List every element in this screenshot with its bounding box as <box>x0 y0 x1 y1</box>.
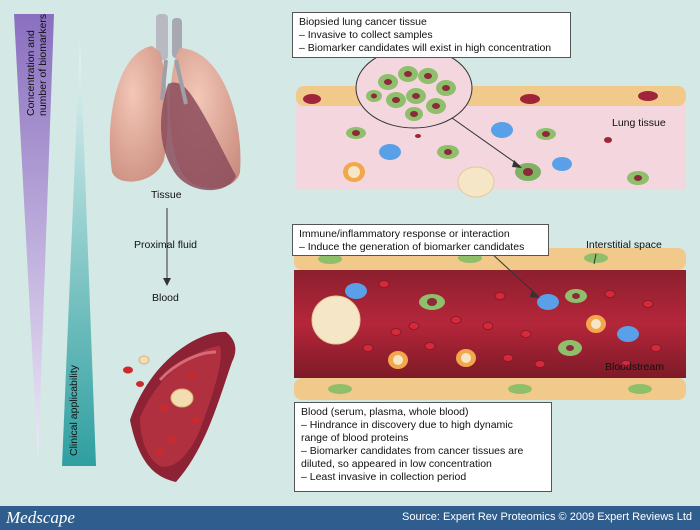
tumor-cell-cluster <box>355 47 473 129</box>
medscape-logo: Medscape <box>6 508 75 527</box>
biopsied-tissue-box: Biopsied lung cancer tissue – Invasive t… <box>292 12 571 58</box>
biopsied-tissue-point-1: – Invasive to collect samples <box>299 29 433 41</box>
blood-box: Blood (serum, plasma, whole blood) – Hin… <box>294 402 552 492</box>
source-credit: Source: Expert Rev Proteomics © 2009 Exp… <box>402 511 692 523</box>
blood-point-2: – Biomarker candidates from cancer tissu… <box>301 445 524 457</box>
tissue-label: Tissue <box>151 189 182 201</box>
bloodstream-region <box>294 248 686 400</box>
blood-title: Blood (serum, plasma, whole blood) <box>301 406 469 418</box>
interstitial-space-label: Interstitial space <box>586 239 662 251</box>
proximal-fluid-label: Proximal fluid <box>134 239 198 251</box>
blood-point-2-cont: diluted, so appeared in low concentratio… <box>301 458 492 470</box>
blood-point-1: – Hindrance in discovery due to high dyn… <box>301 419 513 431</box>
blood-point-1-cont: range of blood proteins <box>301 432 409 444</box>
biopsied-tissue-title: Biopsied lung cancer tissue <box>299 16 427 28</box>
immune-response-box: Immune/inflammatory response or interact… <box>292 224 549 256</box>
clinical-applicability-label: Clinical applicability <box>68 364 80 456</box>
blood-point-3: – Least invasive in collection period <box>301 471 467 483</box>
biopsied-tissue-point-2: – Biomarker candidates will exist in hig… <box>299 42 552 54</box>
immune-response-point-1: – Induce the generation of biomarker can… <box>299 241 525 253</box>
lung-tissue-region <box>296 86 686 198</box>
diagram-artwork <box>14 14 686 482</box>
footer-bar: Medscape Source: Expert Rev Proteomics ©… <box>0 506 700 530</box>
concentration-label-line1: Concentration and <box>25 30 37 116</box>
immune-response-title: Immune/inflammatory response or interact… <box>299 228 510 240</box>
concentration-gradient-wedge <box>14 14 54 462</box>
lung-tissue-label: Lung tissue <box>612 117 666 129</box>
concentration-label-line2: number of biomarkers <box>37 13 49 116</box>
lung-illustration <box>109 14 241 191</box>
bloodstream-label: Bloodstream <box>605 361 664 373</box>
blood-label: Blood <box>152 292 179 304</box>
vessel-illustration <box>123 331 236 482</box>
diagram-canvas: Concentration and number of biomarkers C… <box>0 0 700 506</box>
clinical-gradient-wedge <box>62 40 96 466</box>
